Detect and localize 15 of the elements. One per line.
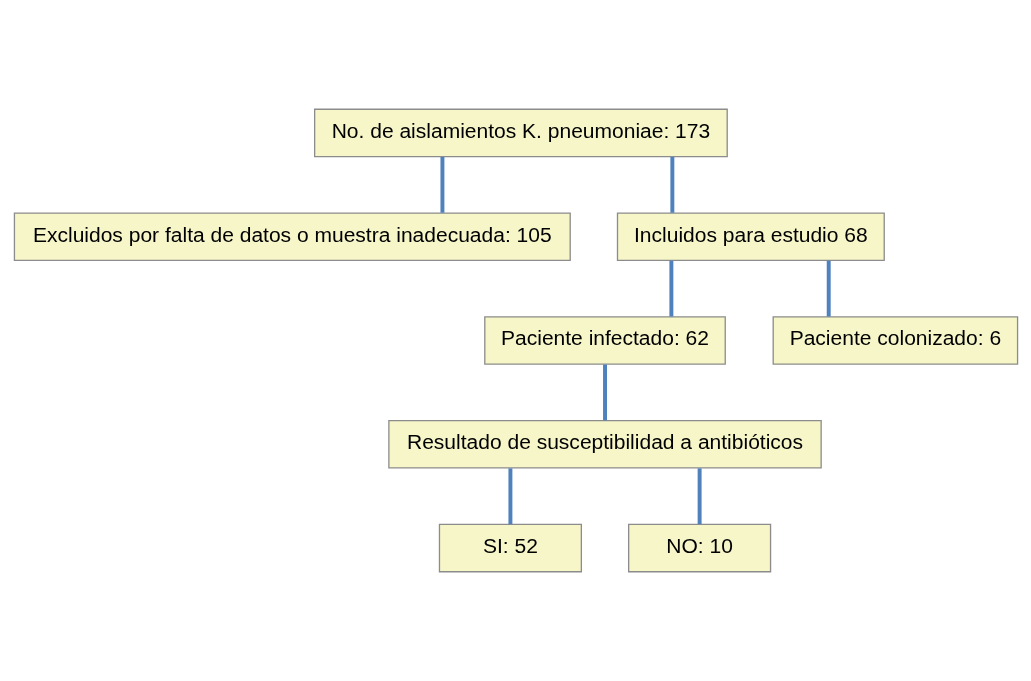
- connector: [669, 157, 674, 213]
- connector: [602, 364, 607, 421]
- node-box: No. de aislamientos K. pneumoniae: 173: [313, 108, 728, 158]
- connector: [439, 157, 444, 213]
- node-box: Excluidos por falta de datos o muestra inadecuada: 105: [13, 212, 571, 261]
- node-box: SI: 52: [438, 523, 582, 573]
- connector: [668, 260, 673, 317]
- connector: [507, 468, 512, 525]
- node-box: NO: 10: [627, 523, 771, 573]
- node-box: Incluidos para estudio 68: [616, 212, 885, 261]
- node-box: Paciente infectado: 62: [483, 316, 726, 365]
- connector: [826, 260, 831, 317]
- connector: [697, 468, 702, 525]
- node-box: Resultado de susceptibilidad a antibióticos: [387, 420, 822, 469]
- node-box: Paciente colonizado: 6: [772, 316, 1018, 365]
